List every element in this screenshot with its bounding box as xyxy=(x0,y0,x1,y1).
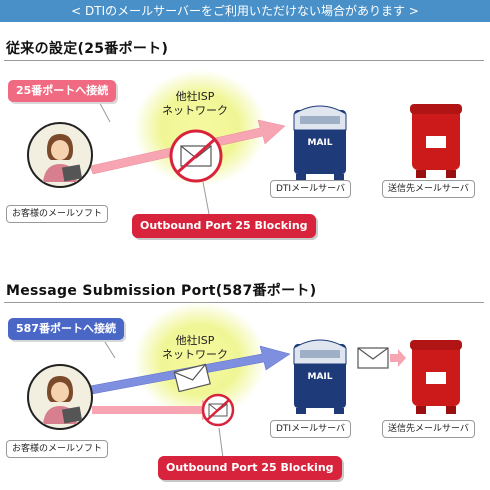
section1-rule xyxy=(4,60,484,61)
port587-connect-tag: 587番ポートへ接続 xyxy=(8,318,124,340)
person-with-laptop-icon-2 xyxy=(27,364,93,430)
block-callout-line xyxy=(202,181,210,215)
dti-mailbox-icon-2: MAIL xyxy=(293,339,347,414)
person-with-laptop-icon xyxy=(27,122,93,188)
dest-server-label: 送信先メールサーバ xyxy=(382,180,475,198)
client-label: お客様のメールソフト xyxy=(6,205,109,223)
port25-connect-tag: 25番ポートへ接続 xyxy=(8,80,117,102)
outbound-blocking-label: Outbound Port 25 Blocking xyxy=(132,214,316,238)
red-postbox-icon xyxy=(410,104,462,178)
blocked-envelope-icon xyxy=(169,129,223,183)
section2-rule xyxy=(4,302,484,303)
isp-line2: ネットワーク xyxy=(162,104,228,117)
client-label-2: お客様のメールソフト xyxy=(6,440,109,458)
blocked-envelope-icon-2 xyxy=(201,393,235,427)
svg-text:MAIL: MAIL xyxy=(307,138,332,148)
block-callout-line-2 xyxy=(218,427,224,459)
dti-mailbox-icon: MAIL xyxy=(293,105,347,180)
dest-server-label-2: 送信先メールサーバ xyxy=(382,420,475,438)
svg-text:MAIL: MAIL xyxy=(307,372,332,382)
pink-arrow-icon-2 xyxy=(92,400,224,420)
isp-network-glow-2 xyxy=(134,302,266,418)
isp-network-label: 他社ISP ネットワーク xyxy=(160,90,230,118)
isp-network-label-2: 他社ISP ネットワーク xyxy=(160,334,230,362)
relay-envelope-arrow-icon xyxy=(357,347,406,369)
page-header: < DTIのメールサーバーをご利用いただけない場合があります > xyxy=(0,0,490,22)
red-postbox-icon-2 xyxy=(410,340,462,414)
isp-line1: 他社ISP xyxy=(175,90,215,103)
dti-server-label-2: DTIメールサーバ xyxy=(270,420,351,438)
envelope-icon xyxy=(173,363,211,392)
dti-server-label: DTIメールサーバ xyxy=(270,180,351,198)
isp-line1: 他社ISP xyxy=(175,334,215,347)
isp-line2: ネットワーク xyxy=(162,348,228,361)
outbound-blocking-label-2: Outbound Port 25 Blocking xyxy=(158,456,342,480)
section1-heading: 従来の設定(25番ポート) xyxy=(6,41,169,57)
section2-heading: Message Submission Port(587番ポート) xyxy=(6,283,317,299)
